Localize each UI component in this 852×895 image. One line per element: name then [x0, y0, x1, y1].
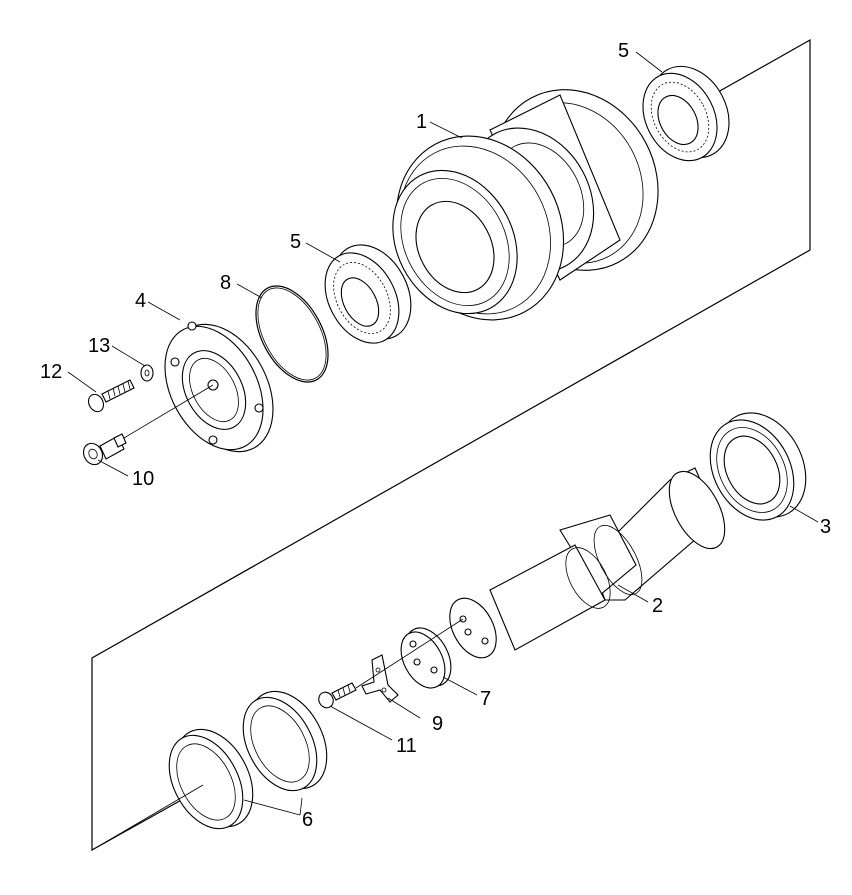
part-shaft — [449, 467, 726, 659]
callout-1: 1 — [416, 111, 427, 133]
part-o-ring — [255, 285, 329, 383]
part-bearing-upper — [642, 65, 730, 162]
part-bolt-lower — [318, 682, 357, 709]
callout-9: 9 — [432, 713, 443, 735]
callout-12: 12 — [40, 361, 62, 383]
part-bolt-upper — [87, 379, 135, 413]
callout-10: 10 — [132, 468, 154, 490]
callout-13: 13 — [88, 335, 110, 357]
callout-7: 7 — [480, 688, 491, 710]
axis-line-upper — [123, 384, 214, 439]
callout-11: 11 — [396, 735, 417, 757]
callout-5-upper: 5 — [618, 40, 629, 62]
part-thrust-plate — [400, 627, 452, 689]
axis-line-lower — [355, 618, 464, 689]
callout-5-lower: 5 — [290, 231, 301, 253]
axis-line-seal — [91, 784, 204, 851]
part-washer — [140, 364, 154, 382]
part-floating-seal-rear — [242, 690, 328, 792]
part-lock-plate — [361, 654, 399, 703]
callout-8: 8 — [220, 272, 231, 294]
callout-3: 3 — [820, 516, 831, 538]
part-cover — [164, 321, 274, 453]
part-bearing-lower — [324, 244, 412, 344]
callout-6: 6 — [302, 809, 313, 831]
callout-2: 2 — [652, 595, 663, 617]
leader-lines — [67, 51, 819, 816]
part-roller-body — [392, 89, 659, 321]
part-floating-seal-front — [168, 728, 254, 830]
callout-4: 4 — [135, 290, 146, 312]
part-seal-ring — [709, 412, 807, 521]
part-plug — [82, 433, 127, 466]
